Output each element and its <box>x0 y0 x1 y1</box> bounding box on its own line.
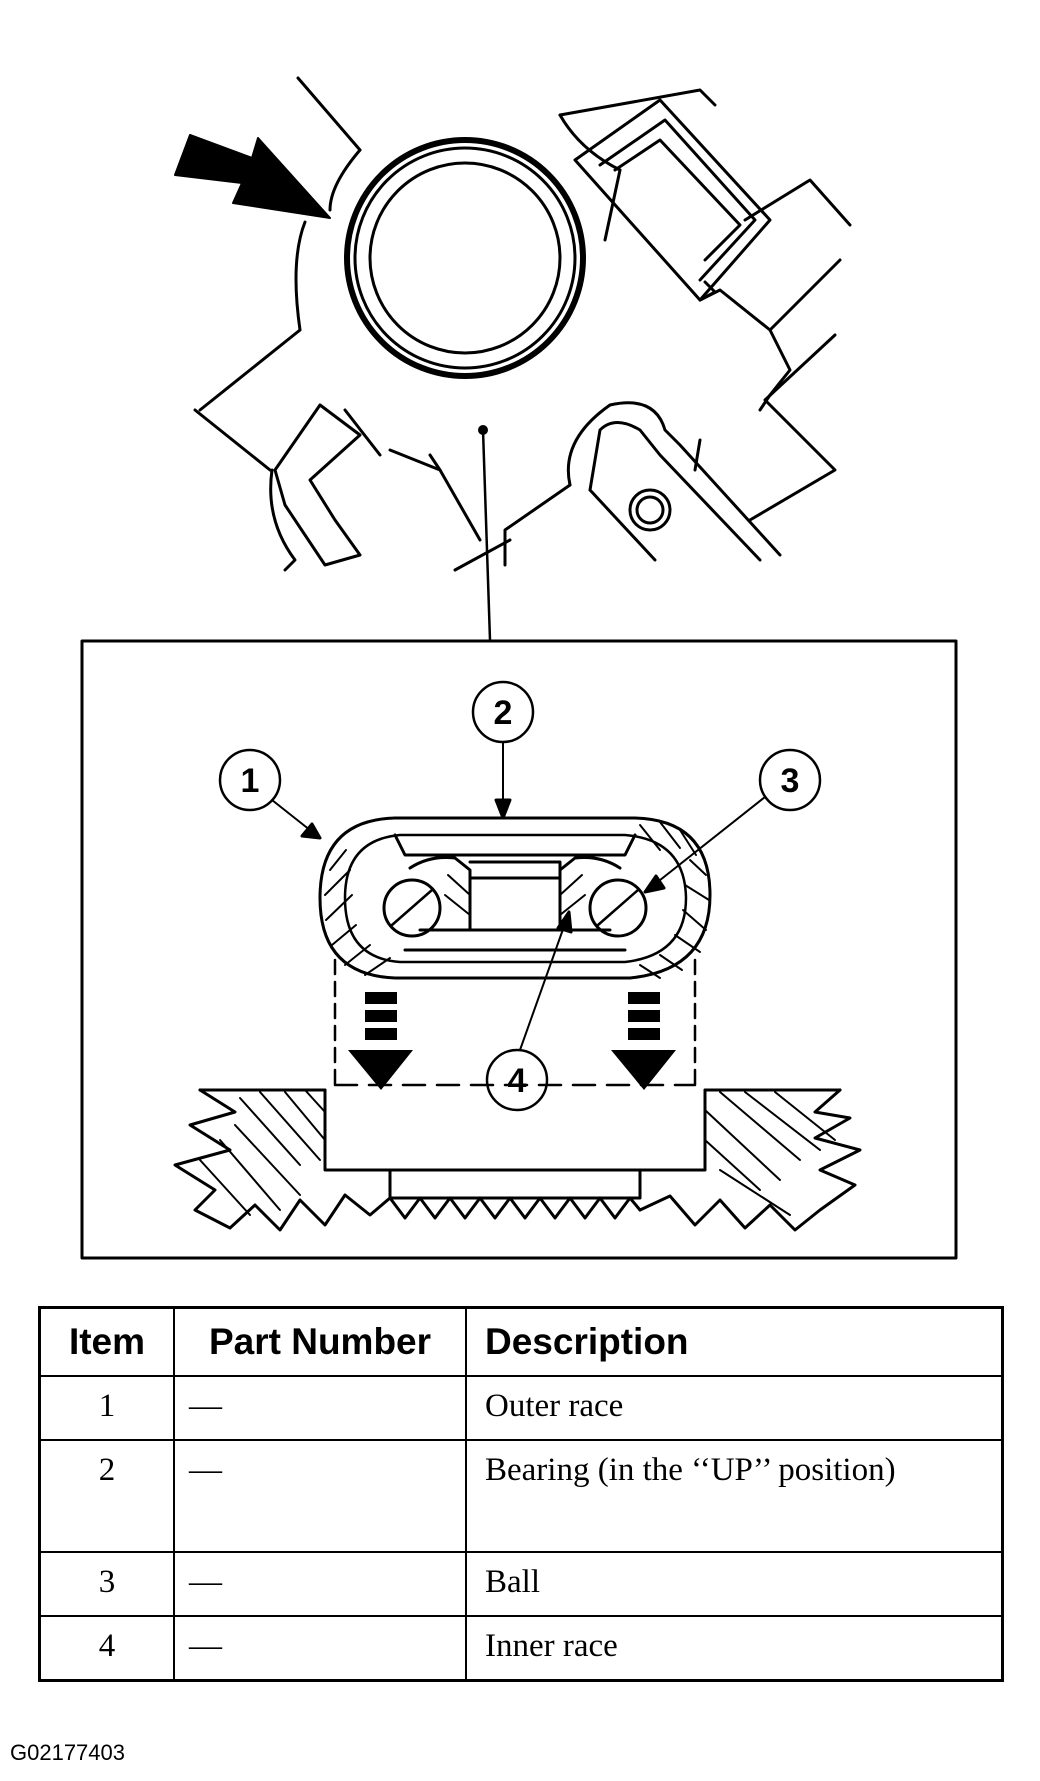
inset-frame <box>80 639 958 1260</box>
cell-item: 4 <box>38 1615 175 1682</box>
figure-id: G02177403 <box>10 1740 125 1765</box>
callout-2-label: 2 <box>494 694 513 732</box>
header-description: Description <box>465 1306 1004 1377</box>
table-row: 3 — Ball <box>38 1551 1004 1617</box>
parts-table: Item Part Number Description 1 — Outer r… <box>38 1306 1004 1682</box>
callout-1-label: 1 <box>241 762 260 800</box>
cell-description: Inner race <box>465 1615 1004 1682</box>
cell-part-number: — <box>173 1439 467 1553</box>
bearing-cross-section <box>173 816 862 1232</box>
housing-view <box>174 76 852 642</box>
cell-part-number: — <box>173 1615 467 1682</box>
cell-description: Bearing (in the ‘‘UP’’ position) <box>465 1439 1004 1553</box>
table-row: 4 — Inner race <box>38 1615 1004 1682</box>
cell-description: Outer race <box>465 1375 1004 1441</box>
cell-item: 1 <box>38 1375 175 1441</box>
header-item: Item <box>38 1306 175 1377</box>
cell-item: 3 <box>38 1551 175 1617</box>
cell-part-number: — <box>173 1551 467 1617</box>
callout-4-label: 4 <box>508 1062 527 1100</box>
cell-description: Ball <box>465 1551 1004 1617</box>
table-header-row: Item Part Number Description <box>38 1306 1004 1377</box>
callout-1 <box>218 748 322 840</box>
bearing-diagram: 1 2 3 4 <box>80 76 958 1260</box>
table-row: 1 — Outer race <box>38 1375 1004 1441</box>
cell-item: 2 <box>38 1439 175 1553</box>
callout-2 <box>471 680 535 820</box>
cell-part-number: — <box>173 1375 467 1441</box>
table-row: 2 — Bearing (in the ‘‘UP’’ position) <box>38 1439 1004 1553</box>
callout-4 <box>485 910 573 1112</box>
callout-3-label: 3 <box>781 762 800 800</box>
header-part-number: Part Number <box>173 1306 467 1377</box>
callout-3 <box>643 748 822 894</box>
